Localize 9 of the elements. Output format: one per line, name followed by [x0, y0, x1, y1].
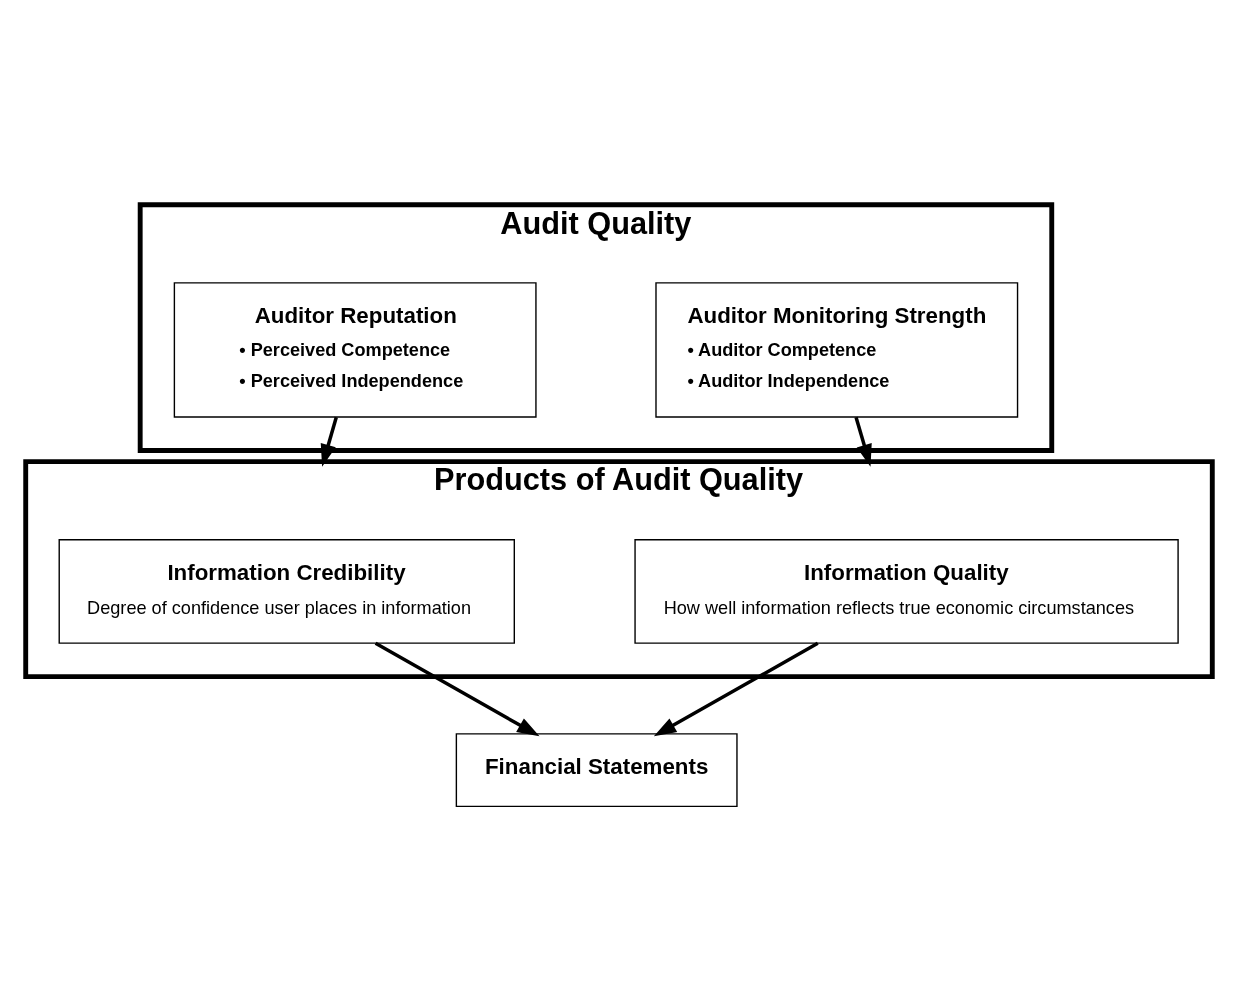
node-box: Auditor Reputation • Perceived Competence • Perceived Independence — [173, 282, 537, 418]
arrow — [854, 416, 872, 467]
arrow — [320, 416, 338, 467]
arrow — [653, 641, 819, 737]
node-box: Financial Statements — [455, 733, 738, 808]
node-box: Information Quality How well information reflects true economic circumstances — [634, 539, 1179, 644]
node-box: Information Credibility Degree of confidence user places in information — [58, 539, 515, 644]
node-box: Auditor Monitoring Strength • Auditor Competence • Auditor Independence — [655, 282, 1019, 418]
arrow — [374, 641, 540, 737]
